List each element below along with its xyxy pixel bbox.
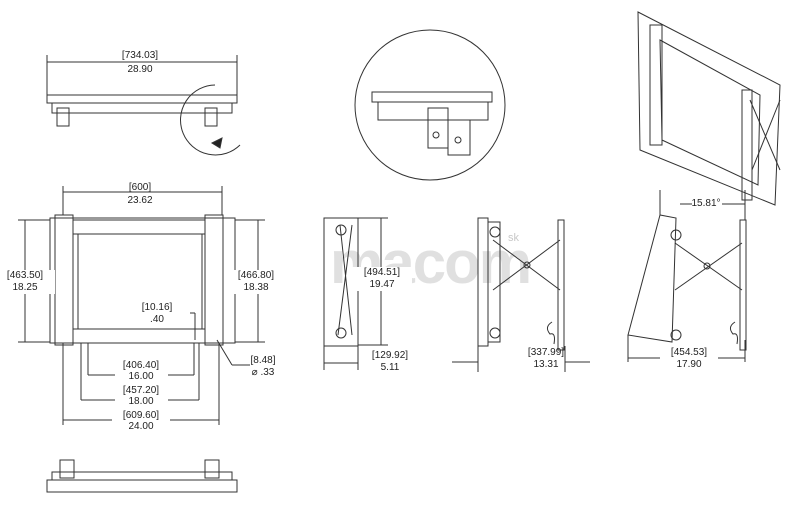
hole-spacing-2-in: 18.00 — [128, 396, 154, 407]
bottom-view — [46, 459, 238, 493]
front-width-in: 23.62 — [127, 195, 153, 206]
detail-view — [354, 29, 506, 181]
hole-spacing-1-in: 16.00 — [128, 371, 154, 382]
collapsed-depth-in: 5.11 — [380, 362, 400, 373]
tilted-depth-mm: [454.53] — [670, 347, 708, 358]
isometric-view — [637, 11, 781, 206]
right-height-in: 18.38 — [226, 282, 286, 294]
top-width-mm: [734.03] — [121, 50, 159, 61]
detail-callout-circle — [180, 84, 241, 156]
extended-depth-mm: [337.99] — [527, 347, 565, 358]
slot-offset-mm: [10.16] — [141, 302, 173, 313]
side-view-tilted — [627, 190, 747, 362]
overall-width-mm: [609.60] — [122, 410, 160, 421]
top-view — [46, 55, 241, 156]
left-height-in: 18.25 — [0, 282, 55, 294]
side-view-collapsed — [323, 217, 388, 370]
tilt-angle: 15.81° — [691, 198, 721, 209]
overall-width-in: 24.00 — [128, 421, 154, 432]
side-view-extended — [452, 217, 590, 372]
watermark-suffix: sk — [508, 232, 519, 244]
left-height-mm: [463.50] — [0, 270, 55, 282]
hole-diameter-mm: [8.48] — [250, 355, 276, 366]
extended-depth-in: 13.31 — [533, 359, 559, 370]
front-view — [18, 186, 265, 425]
side-height-mm: [494.51] — [352, 267, 412, 279]
hole-spacing-2-mm: [457.20] — [122, 385, 160, 396]
hole-diameter-in: ⌀ .33 — [251, 367, 275, 378]
slot-offset-in: .40 — [150, 314, 164, 325]
side-height-in: 19.47 — [352, 279, 412, 291]
front-width-mm: [600] — [128, 182, 152, 193]
hole-spacing-1-mm: [406.40] — [122, 360, 160, 371]
right-height-mm: [466.80] — [226, 270, 286, 282]
collapsed-depth-mm: [129.92] — [371, 350, 409, 361]
top-width-in: 28.90 — [127, 64, 153, 75]
tilted-depth-in: 17.90 — [676, 359, 702, 370]
